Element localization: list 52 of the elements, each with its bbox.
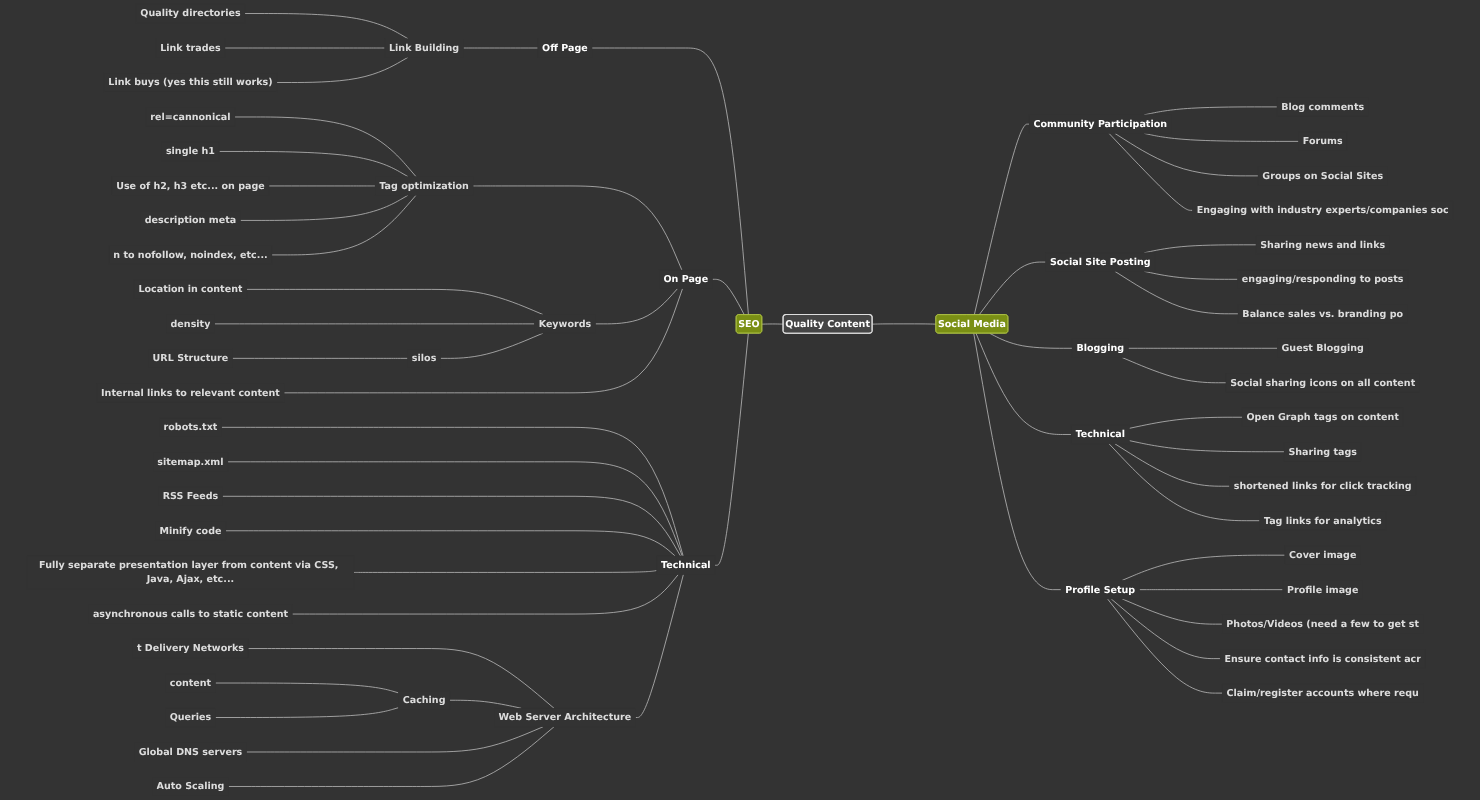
connector [973,123,1030,316]
connector [244,13,409,40]
connector [222,495,681,557]
connector [268,185,376,187]
connector [215,682,399,694]
connector [449,699,522,709]
connector [283,288,683,394]
connector [1110,598,1221,659]
connector [1114,443,1230,487]
connector [761,323,784,325]
connector [234,116,417,178]
connector [472,185,683,271]
connector [225,530,676,557]
connector [246,289,544,315]
connector [1107,598,1223,694]
connector [353,570,658,573]
connector [224,47,386,49]
connector [978,261,1047,316]
connector [214,323,535,325]
connector [591,47,749,316]
connector [232,357,408,359]
connector [989,333,1073,349]
connector [246,726,544,753]
connector [463,47,539,49]
connector [215,707,399,718]
connector [221,426,684,557]
connector [218,151,409,178]
connector [1108,133,1193,211]
connector [1139,589,1284,591]
connector [1121,554,1286,581]
connector [973,333,1062,591]
connector [227,461,683,557]
connector [872,323,937,325]
connector [1127,347,1278,349]
connector [712,278,745,316]
connector [291,574,679,615]
connector [1128,416,1243,429]
connector [635,574,684,718]
connector [595,288,678,325]
connector [975,333,1072,435]
connector [1121,357,1227,384]
connector [1121,598,1223,625]
connector [714,333,749,566]
connector [1114,270,1239,315]
connector [1114,133,1259,177]
connector [271,194,417,256]
connector [276,56,409,83]
connector [228,726,555,787]
connector [1128,440,1285,453]
connector [1108,443,1260,522]
connector [440,332,544,359]
connector [240,194,409,221]
